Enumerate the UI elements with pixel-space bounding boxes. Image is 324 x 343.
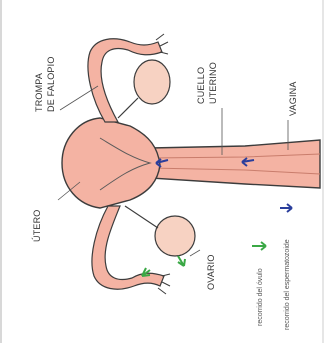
label-tube-line2: DE FALOPIO [46, 56, 56, 112]
leader-ovary [190, 250, 200, 256]
legend-sperm-arrow [280, 204, 292, 212]
label-ovary: OVARIO [206, 254, 216, 290]
ovary-upper [134, 60, 170, 104]
legend-sperm-label: recorrido del espermatozoide [284, 239, 291, 330]
uterus-body [62, 118, 160, 208]
egg-arrow-2 [178, 256, 185, 266]
label-cervix-line1: CUELLO [196, 67, 206, 104]
ovary-ligament-lower [125, 206, 158, 228]
egg-arrow-1 [142, 268, 150, 276]
label-vagina: VAGINA [288, 81, 298, 116]
fallopian-tube-lower [92, 206, 164, 289]
legend-egg-arrow [252, 242, 266, 250]
label-uterus: ÚTERO [32, 210, 42, 243]
label-cervix-line2: UTERINO [208, 62, 218, 104]
label-tube-line1: TROMPA [34, 73, 44, 112]
ovary-lower [155, 216, 195, 256]
ovary-ligament-upper [118, 98, 138, 118]
legend-egg-label: recorrido del óvulo [257, 268, 264, 326]
vagina-shape [150, 140, 320, 188]
leader-tube [60, 86, 98, 110]
